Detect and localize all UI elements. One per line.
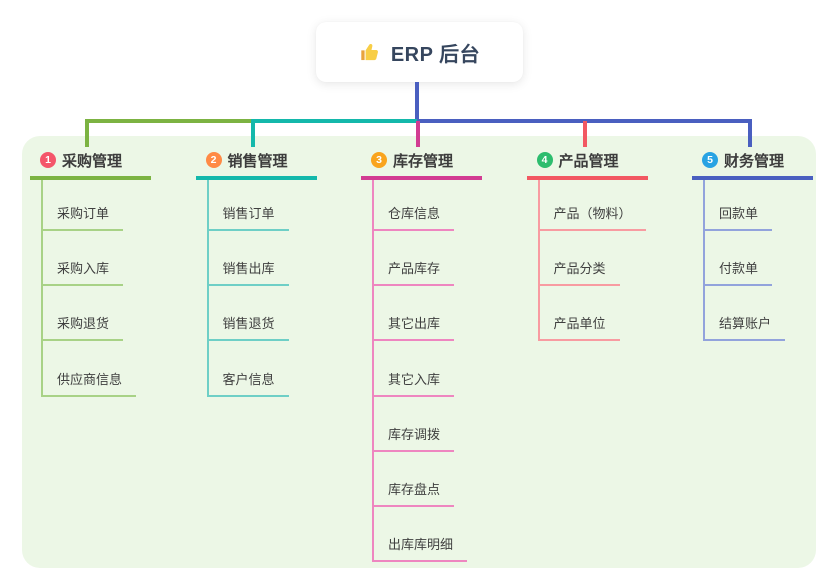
branch-node-4[interactable]: 4 产品管理 [536, 151, 619, 170]
root-connector-line [415, 82, 419, 123]
sub-node[interactable]: 采购退货 [41, 315, 124, 342]
sub-node[interactable]: 销售退货 [206, 315, 289, 342]
sub-node[interactable]: 出库库明细 [372, 536, 468, 563]
sub-node[interactable]: 采购入库 [41, 260, 124, 287]
root-node-erp[interactable]: ERP 后台 [316, 22, 523, 82]
sub-node[interactable]: 销售出库 [206, 260, 289, 287]
sub-node[interactable]: 产品单位 [537, 315, 620, 342]
sub-node[interactable]: 销售订单 [206, 205, 289, 231]
sub-node[interactable]: 其它入库 [372, 371, 455, 397]
sub-node[interactable]: 付款单 [703, 260, 773, 287]
branch-underline-2 [195, 176, 317, 180]
branch-node-5[interactable]: 5 财务管理 [702, 151, 785, 170]
bus-segment-middle [251, 119, 417, 123]
branch-underline-4 [526, 176, 648, 180]
branch-node-1[interactable]: 1 采购管理 [40, 151, 123, 170]
branch-node-3[interactable]: 3 库存管理 [371, 151, 454, 170]
branch-underline-5 [692, 176, 813, 180]
branch-number-badge: 3 [371, 152, 387, 168]
sub-node[interactable]: 库存调拨 [372, 426, 455, 452]
branch-drop-line-3 [416, 121, 420, 147]
sub-node[interactable]: 客户信息 [206, 371, 289, 397]
sub-node[interactable]: 产品分类 [537, 260, 620, 287]
branch-title-label: 财务管理 [724, 152, 785, 170]
branch-number-badge: 2 [205, 152, 222, 168]
subtree-line-3 [372, 180, 374, 563]
sub-node[interactable]: 结算账户 [703, 315, 786, 342]
sub-node[interactable]: 产品库存 [372, 260, 455, 287]
subtree-line-1 [41, 180, 43, 397]
sub-node[interactable]: 其它出库 [372, 315, 455, 342]
branch-title-label: 销售管理 [227, 152, 288, 170]
sub-node[interactable]: 仓库信息 [372, 205, 455, 231]
branch-node-2[interactable]: 2 销售管理 [205, 151, 288, 170]
branch-title-label: 库存管理 [393, 152, 454, 170]
mindmap-canvas-panel [22, 136, 816, 568]
branch-drop-line-5 [748, 121, 752, 147]
branch-drop-line-4 [583, 121, 587, 147]
branch-title-label: 采购管理 [62, 152, 123, 170]
subtree-line-2 [206, 180, 209, 397]
branch-number-badge: 1 [40, 152, 56, 168]
branch-number-badge: 5 [702, 152, 718, 168]
subtree-line-4 [537, 180, 540, 342]
sub-node[interactable]: 供应商信息 [41, 371, 137, 397]
branch-underline-1 [30, 176, 151, 180]
sub-node[interactable]: 回款单 [703, 205, 773, 231]
branch-title-label: 产品管理 [558, 152, 619, 170]
thumbs-up-icon [359, 41, 381, 63]
branch-drop-line-2 [251, 121, 255, 147]
branch-underline-3 [361, 176, 482, 180]
sub-node[interactable]: 库存盘点 [372, 481, 455, 507]
root-node-label: ERP 后台 [390, 43, 481, 66]
branch-drop-line-1 [85, 121, 89, 147]
bus-segment-left [85, 119, 253, 123]
sub-node[interactable]: 采购订单 [41, 205, 124, 231]
branch-number-badge: 4 [536, 152, 553, 168]
subtree-line-5 [703, 180, 705, 342]
sub-node[interactable]: 产品（物料） [537, 205, 646, 231]
